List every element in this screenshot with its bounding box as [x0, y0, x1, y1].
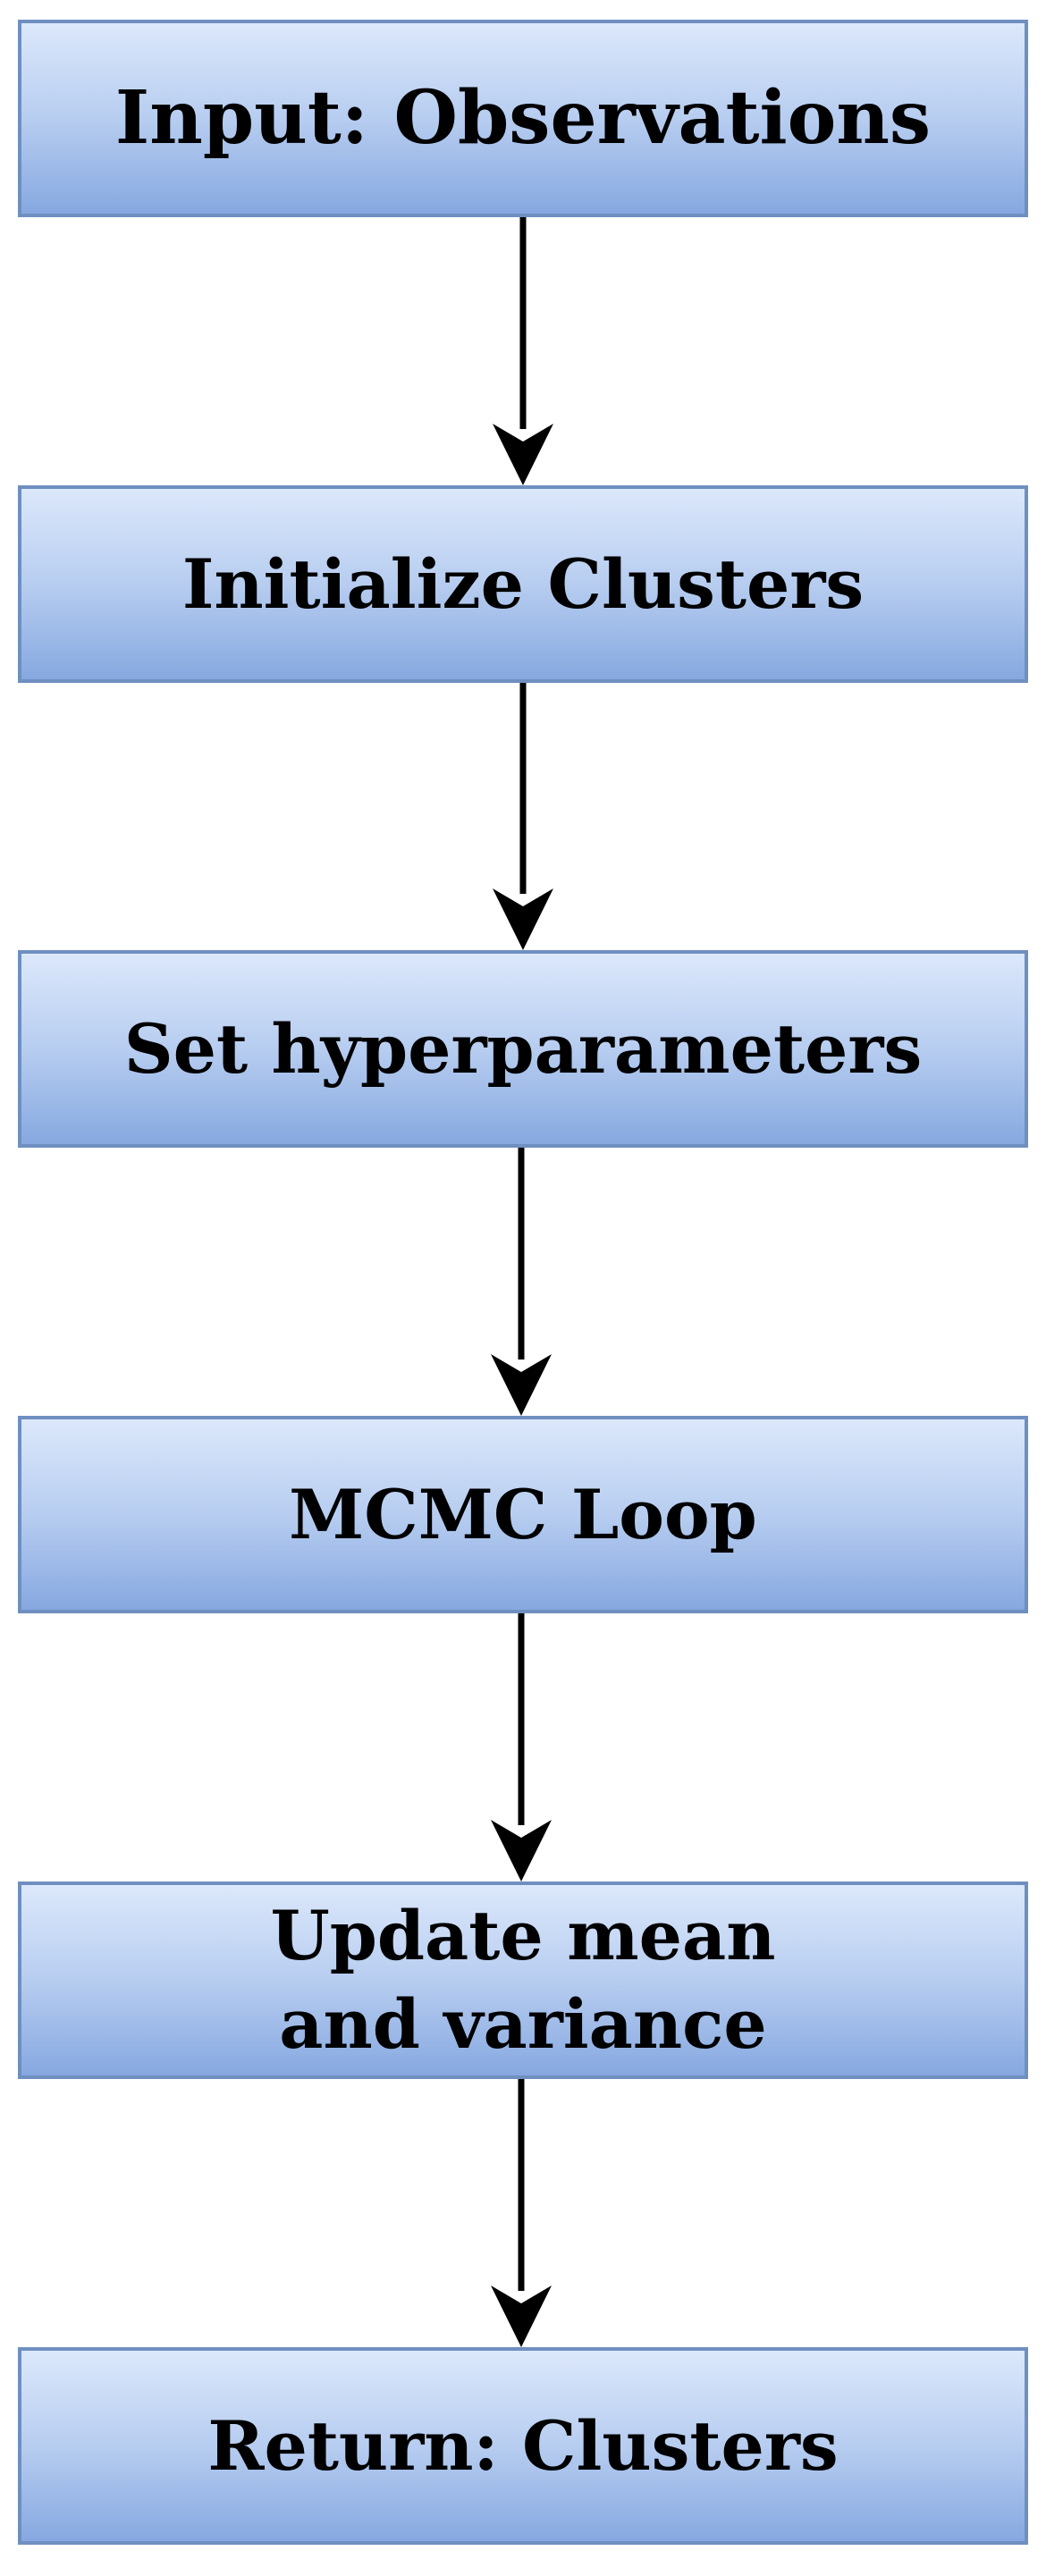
step-update-mean-variance: Update mean and variance: [18, 1881, 1028, 2079]
arrow-3-to-4: [491, 1148, 552, 1416]
step-label: Initialize Clusters: [181, 544, 865, 624]
arrow-5-to-6: [491, 2079, 552, 2347]
arrow-4-to-5: [491, 1613, 552, 1881]
step-return-clusters: Return: Clusters: [18, 2347, 1028, 2545]
arrow-2-to-3: [493, 683, 553, 950]
step-label: Input: Observations: [114, 75, 932, 162]
step-mcmc-loop: MCMC Loop: [18, 1416, 1028, 1613]
arrow-1-to-2: [493, 217, 553, 485]
step-label: MCMC Loop: [289, 1475, 757, 1554]
step-label: Set hyperparameters: [123, 1009, 923, 1089]
step-initialize-clusters: Initialize Clusters: [18, 485, 1028, 683]
step-input-observations: Input: Observations: [18, 20, 1028, 217]
step-label: Update mean and variance: [270, 1895, 776, 2064]
step-set-hyperparameters: Set hyperparameters: [18, 950, 1028, 1148]
step-label: Return: Clusters: [207, 2406, 839, 2486]
